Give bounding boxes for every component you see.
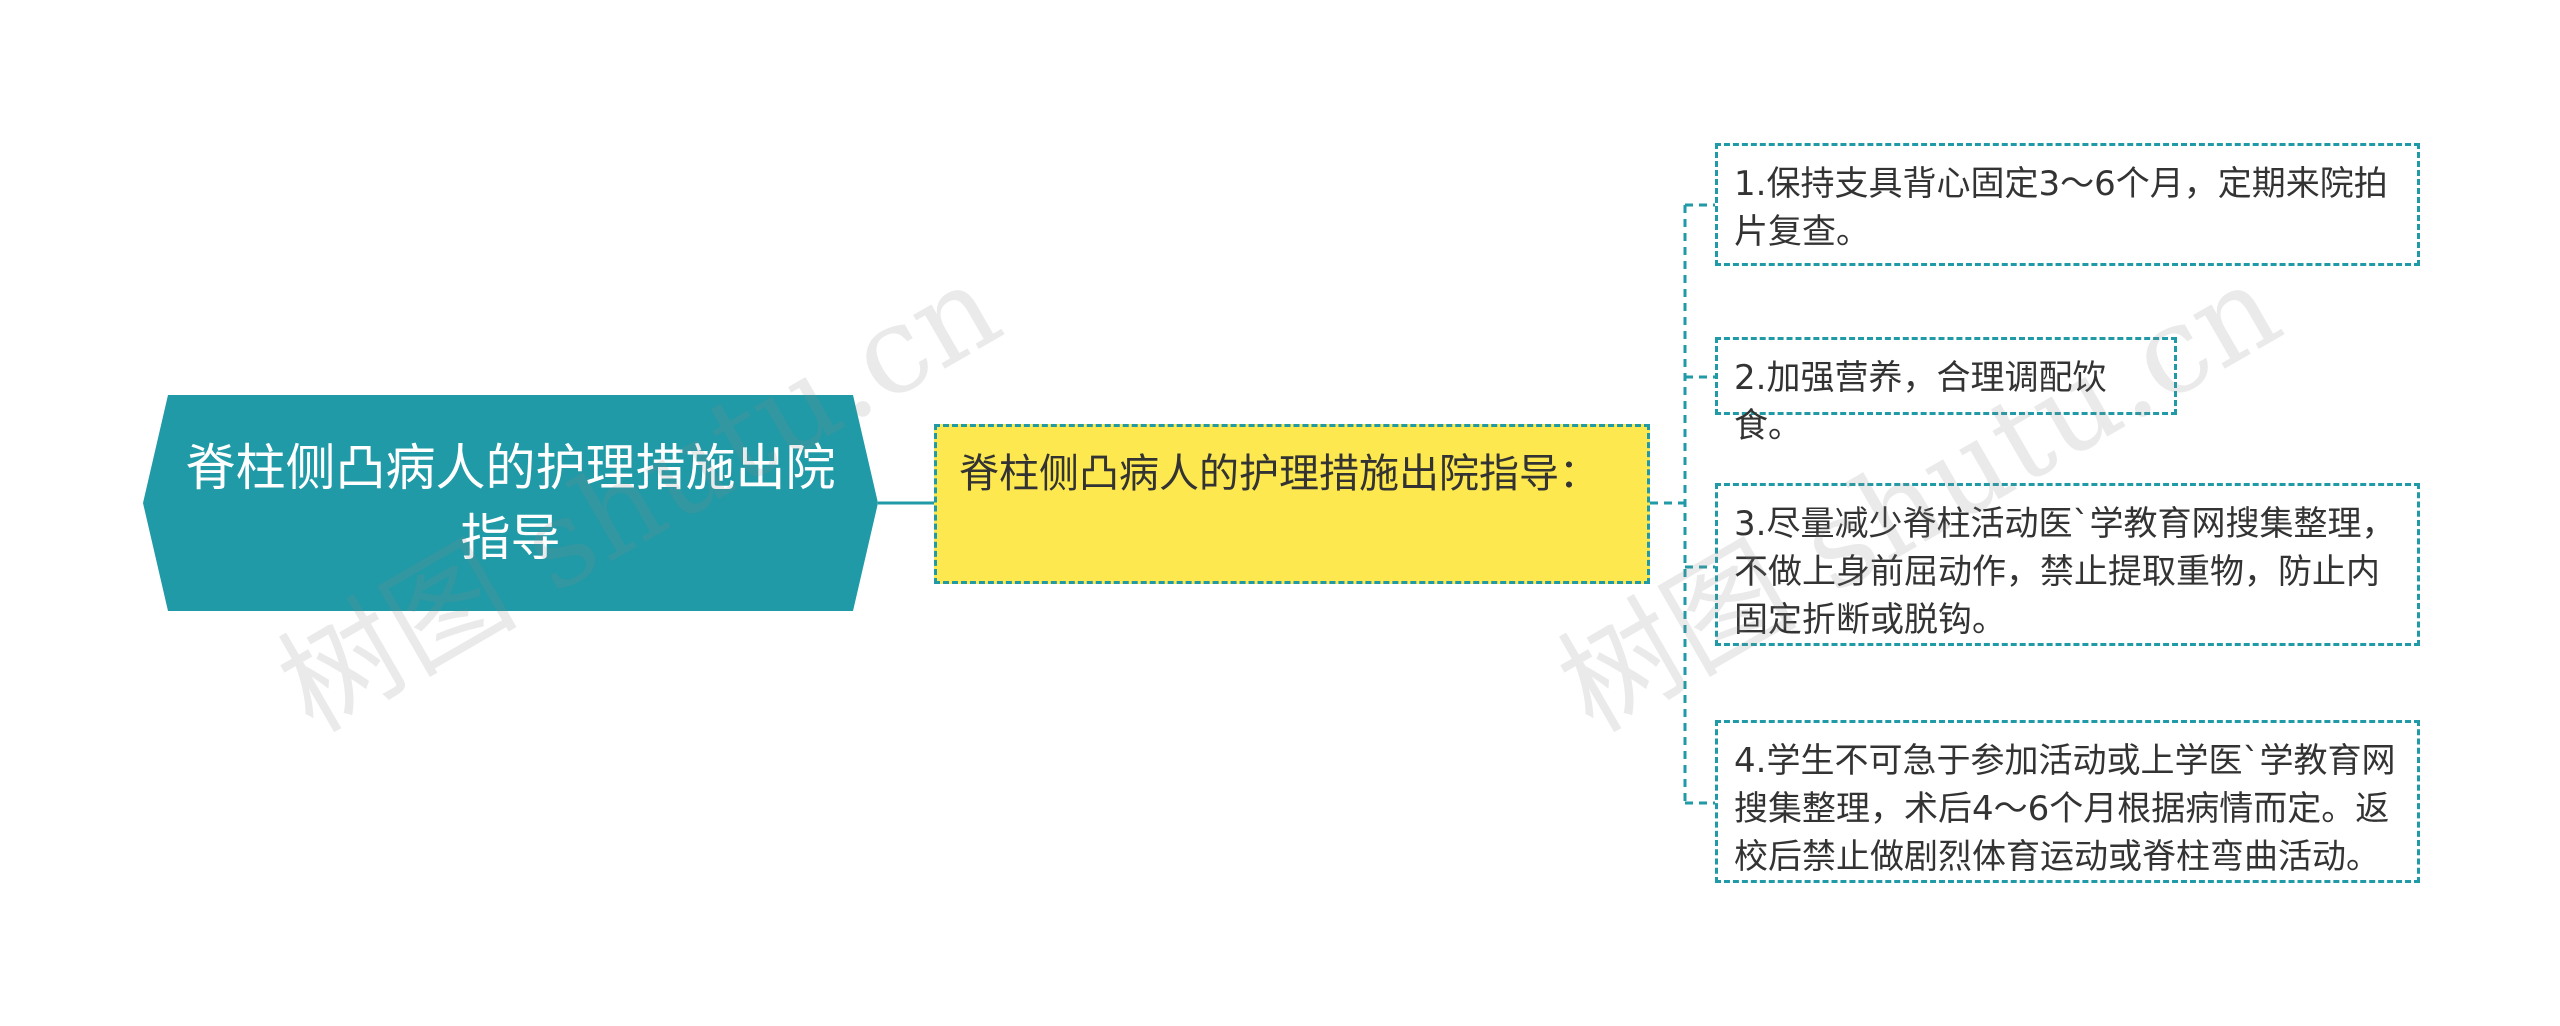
leaf-node-3[interactable]: 3.尽量减少脊柱活动医`学教育网搜集整理，不做上身前屈动作，禁止提取重物，防止内… [1715, 483, 2420, 646]
leaf-node-4[interactable]: 4.学生不可急于参加活动或上学医`学教育网搜集整理，术后4～6个月根据病情而定。… [1715, 720, 2420, 883]
root-node[interactable]: 脊柱侧凸病人的护理措施出院指导 [143, 395, 878, 611]
root-node-shape [143, 395, 878, 611]
root-node-label: 脊柱侧凸病人的护理措施出院指导 [185, 439, 836, 567]
leaf-node-1[interactable]: 1.保持支具背心固定3～6个月，定期来院拍片复查。 [1715, 143, 2420, 266]
leaf-node-2[interactable]: 2.加强营养，合理调配饮食。 [1715, 337, 2177, 446]
branch-node[interactable]: 脊柱侧凸病人的护理措施出院指导： [934, 424, 1650, 584]
